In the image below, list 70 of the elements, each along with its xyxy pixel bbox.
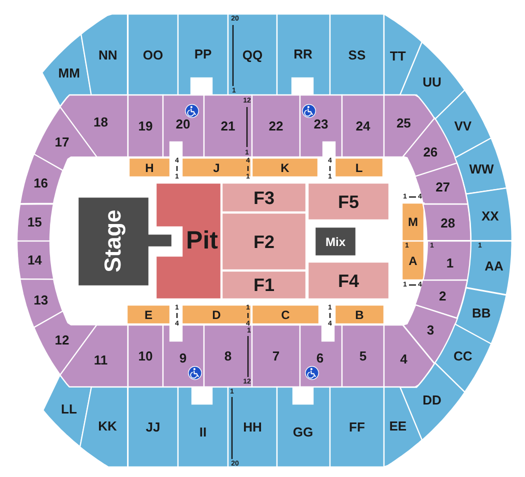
section-label: MM <box>58 66 80 80</box>
section-label: 20 <box>176 118 190 130</box>
section-label: 10 <box>138 350 153 362</box>
section-label: QQ <box>242 48 263 61</box>
section-label: 24 <box>356 120 370 132</box>
section-label: WW <box>469 162 494 176</box>
section-label: RR <box>294 48 312 60</box>
section-label: 12 <box>54 333 70 346</box>
section-label: 8 <box>224 350 232 362</box>
section-label: A <box>408 254 418 266</box>
section-label: C <box>281 308 290 320</box>
section-label: F4 <box>338 272 359 290</box>
section-label: TT <box>390 49 406 62</box>
section-label: H <box>145 162 154 174</box>
section-label: L <box>355 162 363 174</box>
section-label: NN <box>98 48 118 62</box>
section-label: XX <box>482 210 499 222</box>
section-label: 25 <box>396 116 411 130</box>
section-label: Pit <box>186 228 218 254</box>
section-label: 13 <box>34 293 48 306</box>
section-label: 18 <box>94 116 108 129</box>
section-label: PP <box>194 48 212 60</box>
section-label: 23 <box>314 118 328 130</box>
section-label: 19 <box>138 120 153 132</box>
section-label: VV <box>454 119 472 132</box>
section-label: EE <box>389 420 407 433</box>
section-label: 7 <box>272 350 280 362</box>
section-label: 15 <box>27 216 42 229</box>
section-label: OO <box>142 48 164 61</box>
section-label: HH <box>243 420 262 434</box>
section-label: 26 <box>423 145 438 158</box>
section-label: Mix <box>326 236 346 248</box>
section-label: BB <box>472 306 491 320</box>
section-label: DD <box>422 393 442 406</box>
section-label: 27 <box>436 180 450 194</box>
section-label: 22 <box>268 120 284 132</box>
section-label: JJ <box>146 420 160 434</box>
section-label: KK <box>98 420 117 433</box>
section-label: GG <box>292 426 314 438</box>
section-label: 6 <box>316 352 324 364</box>
section-label: UU <box>422 76 442 89</box>
section-label: AA <box>484 260 504 272</box>
section-label: 16 <box>34 176 48 190</box>
section-label: F2 <box>254 232 274 250</box>
section-label: SS <box>348 48 366 61</box>
section-label: F5 <box>338 192 359 210</box>
section-label: 1 <box>446 256 454 270</box>
section-label: 2 <box>438 290 446 303</box>
section-label: Stage <box>102 210 124 272</box>
section-label: 9 <box>179 352 187 364</box>
section-label: FF <box>349 420 365 434</box>
section-label: B <box>355 308 364 320</box>
section-label: F3 <box>254 188 274 206</box>
section-label: LL <box>61 402 77 416</box>
section-label: D <box>212 308 221 320</box>
section-label: 5 <box>359 350 367 362</box>
section-label: M <box>408 216 418 228</box>
section-label: E <box>144 308 152 320</box>
section-label: 4 <box>400 352 408 366</box>
section-label: K <box>280 162 290 174</box>
section-label: CC <box>454 350 472 363</box>
section-label: J <box>213 162 220 174</box>
section-label: 21 <box>220 120 236 132</box>
section-label: 14 <box>27 254 42 267</box>
section-label: 17 <box>54 136 70 149</box>
section-label: II <box>199 426 207 438</box>
section-label: 11 <box>94 353 108 366</box>
section-label: 28 <box>440 216 456 230</box>
section-label: 3 <box>426 324 434 337</box>
section-label: F1 <box>254 276 274 294</box>
